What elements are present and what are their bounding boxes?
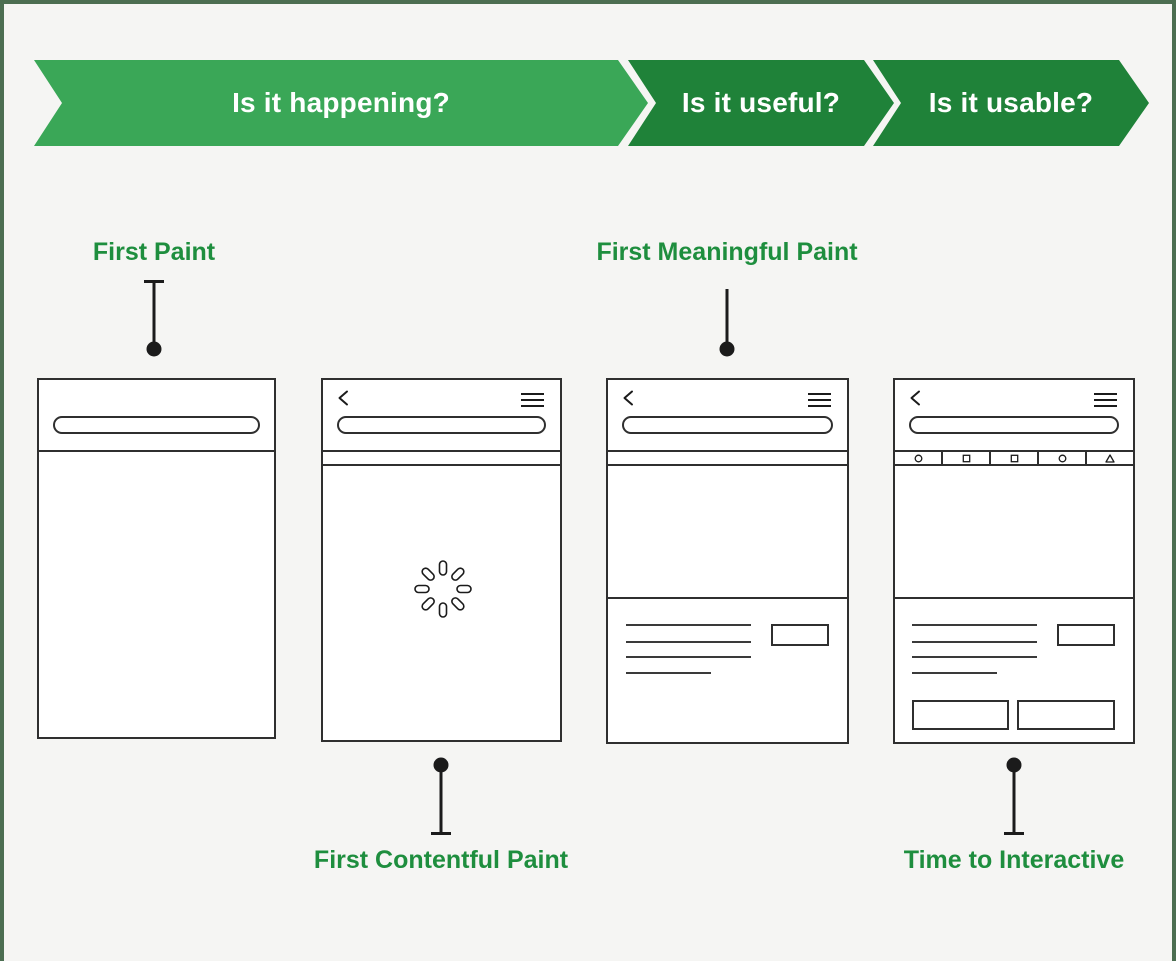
connector-dot — [146, 341, 162, 357]
toolbar-item — [991, 452, 1039, 464]
label-first-paint: First Paint — [92, 238, 216, 266]
connector-cap — [1004, 832, 1024, 835]
circle-icon — [1058, 454, 1067, 463]
address-bar — [337, 416, 546, 434]
toolbar-item — [943, 452, 991, 464]
phone-first-meaningful-paint — [606, 378, 849, 744]
back-icon — [337, 390, 349, 406]
label-first-contentful-paint: First Contentful Paint — [313, 846, 569, 874]
hamburger-menu-icon — [1094, 392, 1117, 408]
label-first-meaningful-paint: First Meaningful Paint — [596, 238, 858, 266]
back-icon — [622, 390, 634, 406]
address-bar — [909, 416, 1119, 434]
content-line — [626, 656, 751, 658]
subheader-divider — [608, 464, 847, 466]
phone-first-paint — [37, 378, 276, 739]
back-icon — [909, 390, 921, 406]
header-divider — [323, 450, 560, 452]
connector-line — [439, 765, 443, 833]
hamburger-menu-icon — [808, 392, 831, 408]
subheader-divider — [323, 464, 560, 466]
square-icon — [1010, 454, 1019, 463]
label-time-to-interactive: Time to Interactive — [903, 846, 1125, 874]
header-divider — [608, 450, 847, 452]
connector-line — [152, 280, 156, 349]
toolbar-item — [895, 452, 943, 464]
phone-first-contentful-paint — [321, 378, 562, 742]
content-line — [912, 656, 1037, 658]
content-line — [912, 672, 997, 674]
toolbar — [895, 450, 1133, 466]
circle-icon — [914, 454, 923, 463]
section-divider — [895, 597, 1133, 599]
stage-is-it-useful-label: Is it useful? — [681, 87, 841, 118]
button-placeholder — [912, 700, 1009, 730]
address-bar — [53, 416, 260, 434]
phone-time-to-interactive — [893, 378, 1135, 744]
toolbar-item — [1039, 452, 1087, 464]
content-line — [626, 641, 751, 643]
address-bar — [622, 416, 833, 434]
button-placeholder — [1017, 700, 1115, 730]
stage-is-it-usable: Is it usable? — [873, 60, 1149, 146]
connector-line — [1012, 765, 1016, 833]
connector-cap — [431, 832, 451, 835]
content-line — [626, 624, 751, 626]
content-line — [626, 672, 711, 674]
content-line — [912, 641, 1037, 643]
image-placeholder — [771, 624, 829, 646]
spinner-icon — [411, 557, 475, 621]
header-divider — [39, 450, 274, 452]
stage-is-it-useful: Is it useful? — [628, 60, 894, 146]
stage-is-it-happening-label: Is it happening? — [232, 87, 450, 118]
triangle-icon — [1105, 453, 1115, 463]
stage-is-it-usable-label: Is it usable? — [928, 87, 1094, 118]
image-placeholder — [1057, 624, 1115, 646]
square-icon — [962, 454, 971, 463]
hamburger-menu-icon — [521, 392, 544, 408]
connector-dot — [719, 341, 735, 357]
section-divider — [608, 597, 847, 599]
toolbar-item — [1087, 452, 1133, 464]
connector-line — [725, 289, 729, 349]
content-line — [912, 624, 1037, 626]
stage-is-it-happening: Is it happening? — [34, 60, 648, 146]
